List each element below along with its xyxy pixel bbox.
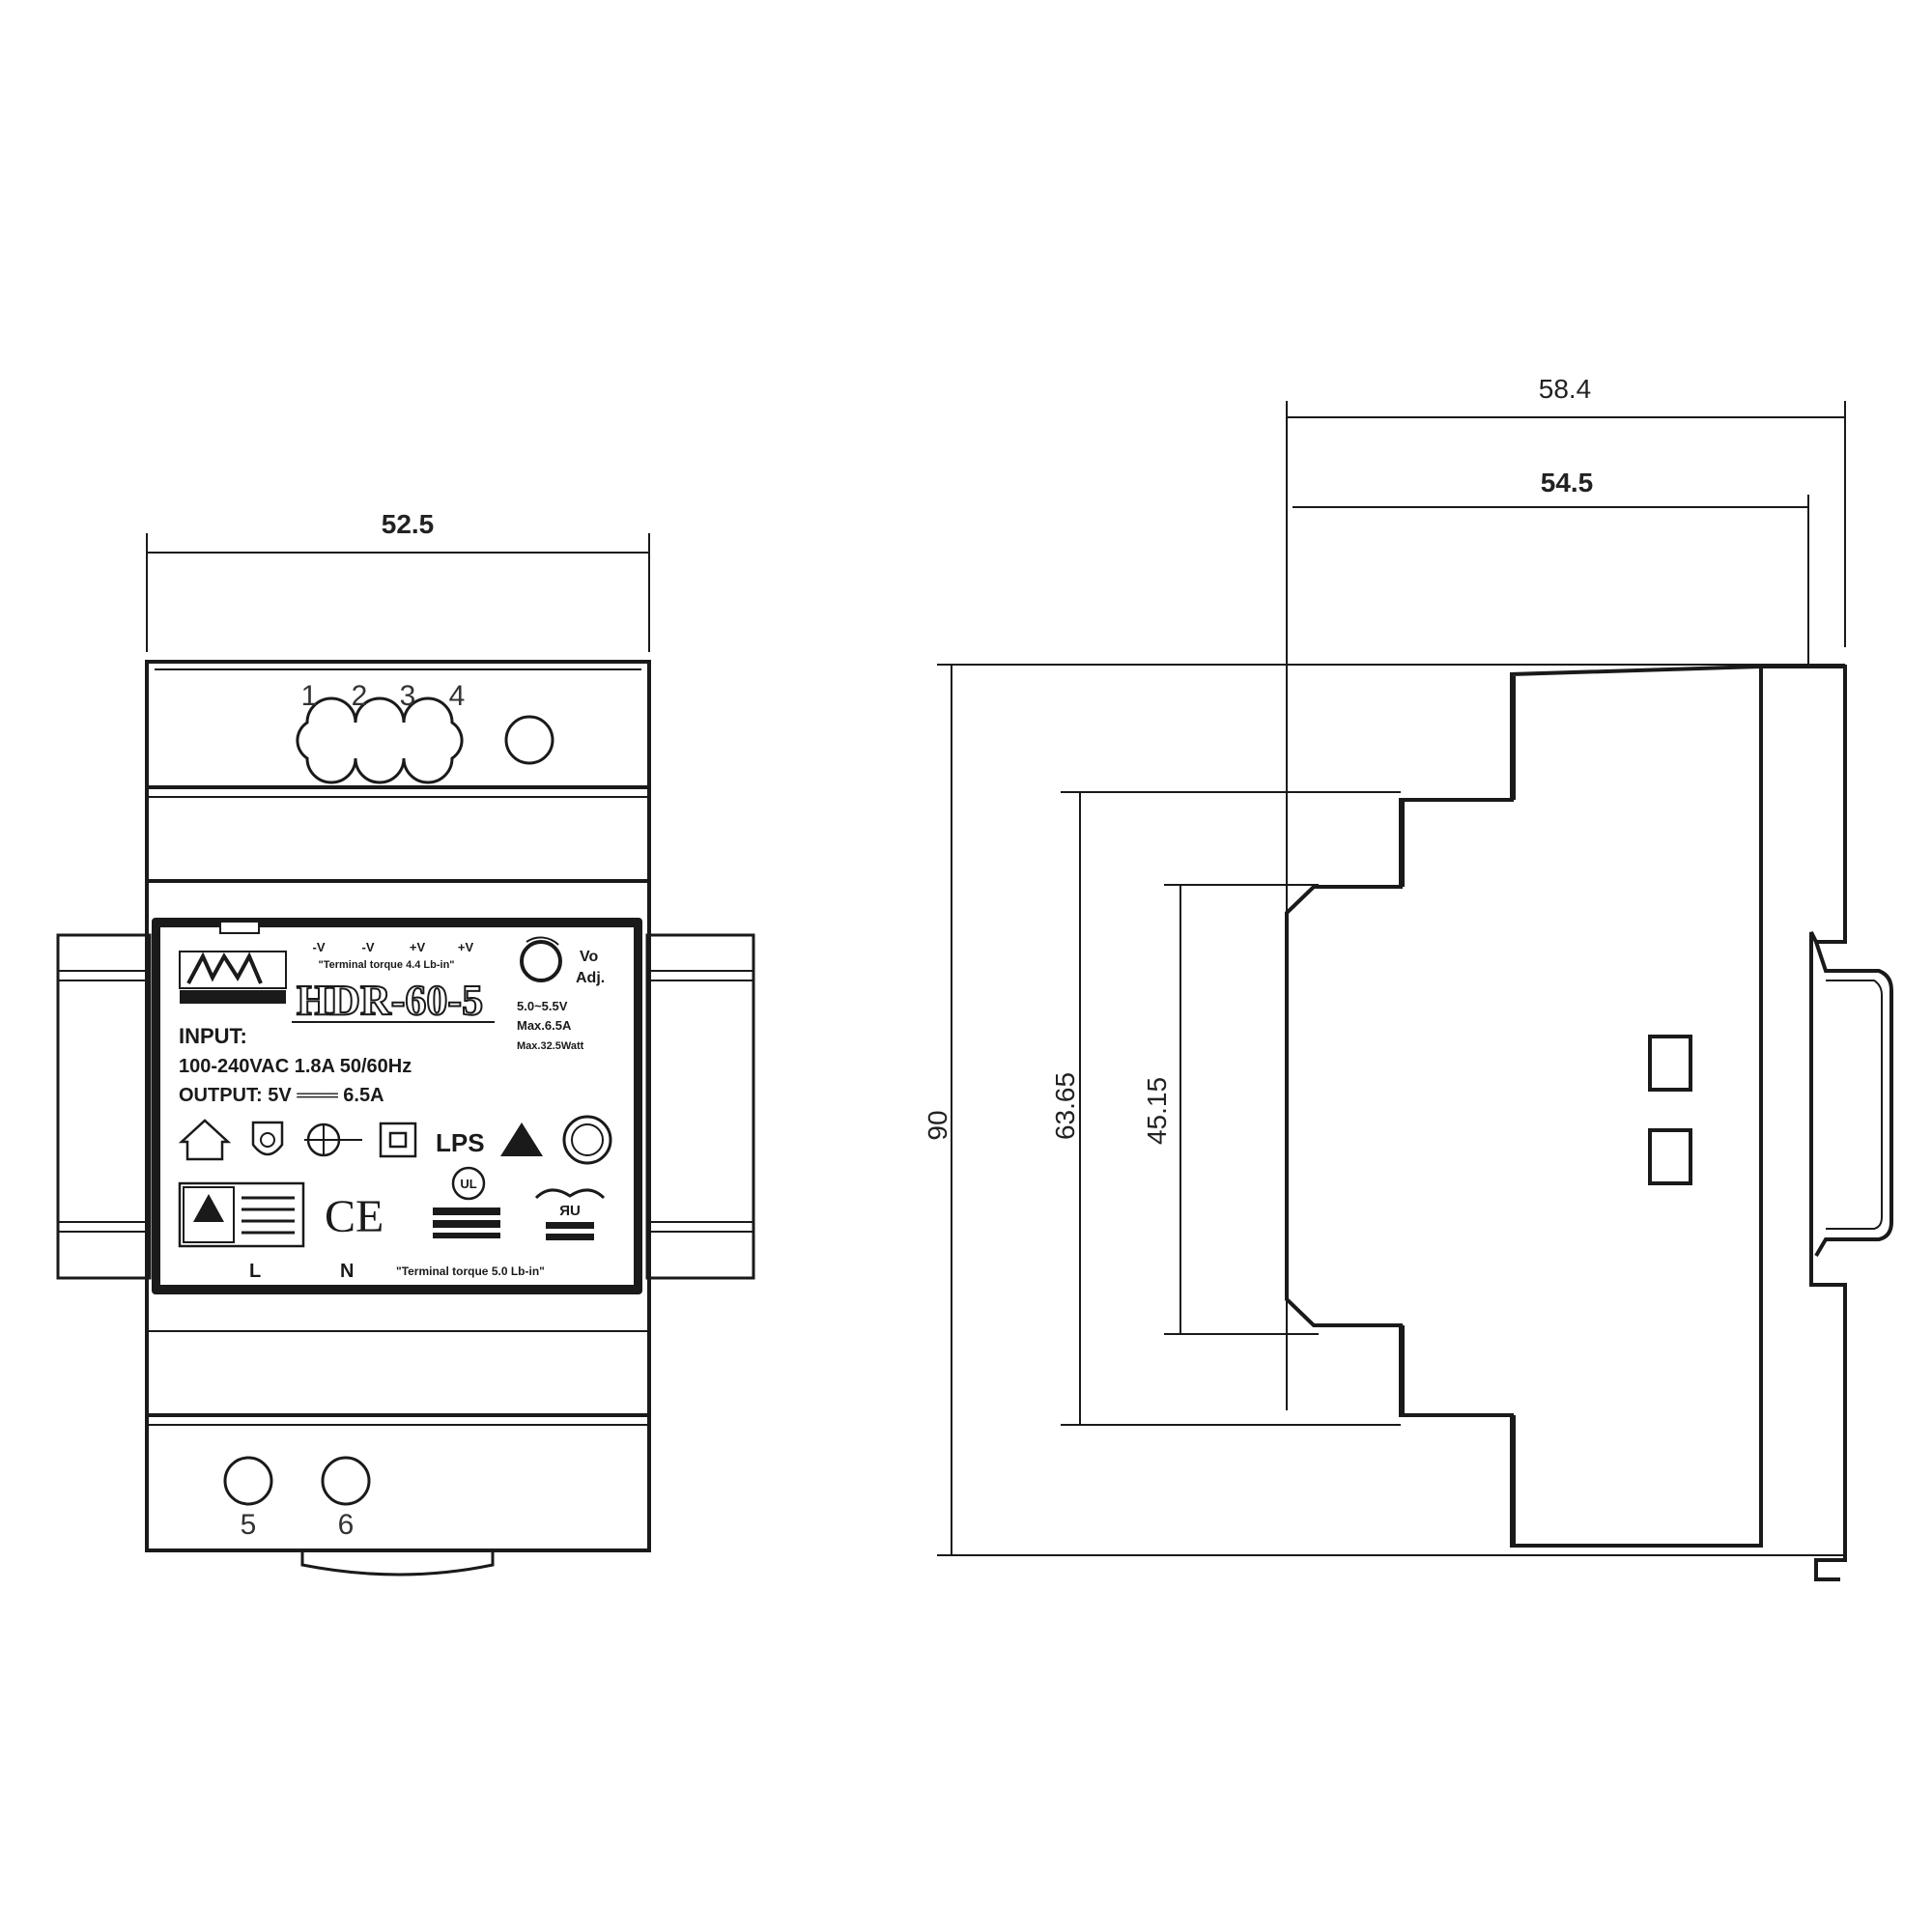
top-terminal-screws: 1 2 3 4: [296, 680, 554, 784]
label-output-spec: OUTPUT: 5V ═══ 6.5A: [179, 1085, 384, 1106]
meanwell-certificate-mark: [178, 1181, 305, 1248]
label-lps: LPS: [436, 1128, 485, 1157]
bottom-terminal-screws: 5 6: [223, 1456, 495, 1577]
label-model-name: HDR-60-5: [297, 977, 483, 1024]
din-rail-clip-left: [56, 933, 152, 1280]
terminal-number-4: 4: [449, 680, 466, 712]
svg-text:ЯU: ЯU: [559, 1203, 581, 1219]
household-icon: [178, 1119, 232, 1161]
warning-triangle-icon: [500, 1122, 543, 1156]
terminal-number-3: 3: [400, 680, 416, 712]
depth-overall-value: 58.4: [1539, 374, 1592, 404]
depth-body-dimension: 54.5: [1293, 468, 1809, 667]
terminal-number-2: 2: [352, 680, 368, 712]
depth-body-value: 54.5: [1541, 468, 1594, 497]
label-terminal-sign-3: +V: [410, 940, 426, 954]
label-input-spec: 100-240VAC 1.8A 50/60Hz: [179, 1056, 412, 1077]
din-rail-clip-right: [645, 933, 755, 1280]
label-ce-mark: CE: [325, 1191, 384, 1242]
label-terminal-L: L: [249, 1261, 261, 1282]
side-vent-lower: [1648, 1128, 1692, 1185]
side-housing-profile: [1285, 664, 1763, 1548]
label-terminal-N: N: [340, 1261, 354, 1282]
label-output-range: 5.0~5.5V: [517, 999, 568, 1013]
front-width-dimension: 52.5: [146, 509, 650, 652]
label-torque-bottom: "Terminal torque 5.0 Lb-in": [396, 1264, 545, 1278]
double-insulation-icon: [379, 1122, 417, 1158]
height-step-value: 63.65: [1050, 1072, 1080, 1140]
ul-recognized-mark: ЯU: [534, 1188, 606, 1240]
meanwell-logo: [179, 951, 287, 1004]
side-vent-upper: [1648, 1035, 1692, 1092]
label-adj: Adj.: [576, 970, 605, 986]
height-step-dimension: 63.65: [1050, 791, 1401, 1426]
vo-adjust-potentiometer: Vo Adj.: [520, 936, 605, 986]
front-housing: [145, 660, 651, 1552]
product-label: -V -V +V +V "Terminal torque 4.4 Lb-in" …: [152, 918, 642, 1294]
label-input-heading: INPUT:: [179, 1024, 247, 1048]
din-rail-mount-profile: [1759, 665, 1893, 1581]
label-max-power: Max.32.5Watt: [517, 1040, 584, 1052]
label-torque-top: "Terminal torque 4.4 Lb-in": [318, 959, 454, 971]
transformer-symbol-icon: [304, 1122, 362, 1157]
top-status-led: [504, 715, 554, 765]
height-front-value: 45.15: [1142, 1077, 1172, 1145]
height-overall-value: 90: [923, 1110, 952, 1140]
terminal-number-1: 1: [301, 680, 318, 712]
label-vo: Vo: [580, 949, 598, 965]
height-overall-dimension: 90: [923, 664, 1845, 1556]
terminal-number-6: 6: [338, 1509, 355, 1541]
label-max-current: Max.6.5A: [517, 1018, 572, 1033]
efficiency-level-icon: [562, 1115, 612, 1165]
safety-shield-icon: [251, 1121, 284, 1156]
front-view: 52.5 1 2 3: [56, 509, 755, 1577]
side-view: 58.4 54.5 90 63.65 45.15: [923, 374, 1893, 1581]
ul-listed-mark: UL: [433, 1166, 500, 1238]
terminal-number-5: 5: [241, 1509, 257, 1541]
label-terminal-sign-1: -V: [313, 940, 326, 954]
svg-text:UL: UL: [460, 1177, 476, 1191]
height-front-dimension: 45.15: [1142, 884, 1319, 1335]
label-terminal-sign-2: -V: [362, 940, 375, 954]
label-terminal-sign-4: +V: [458, 940, 474, 954]
front-width-value: 52.5: [382, 509, 435, 539]
